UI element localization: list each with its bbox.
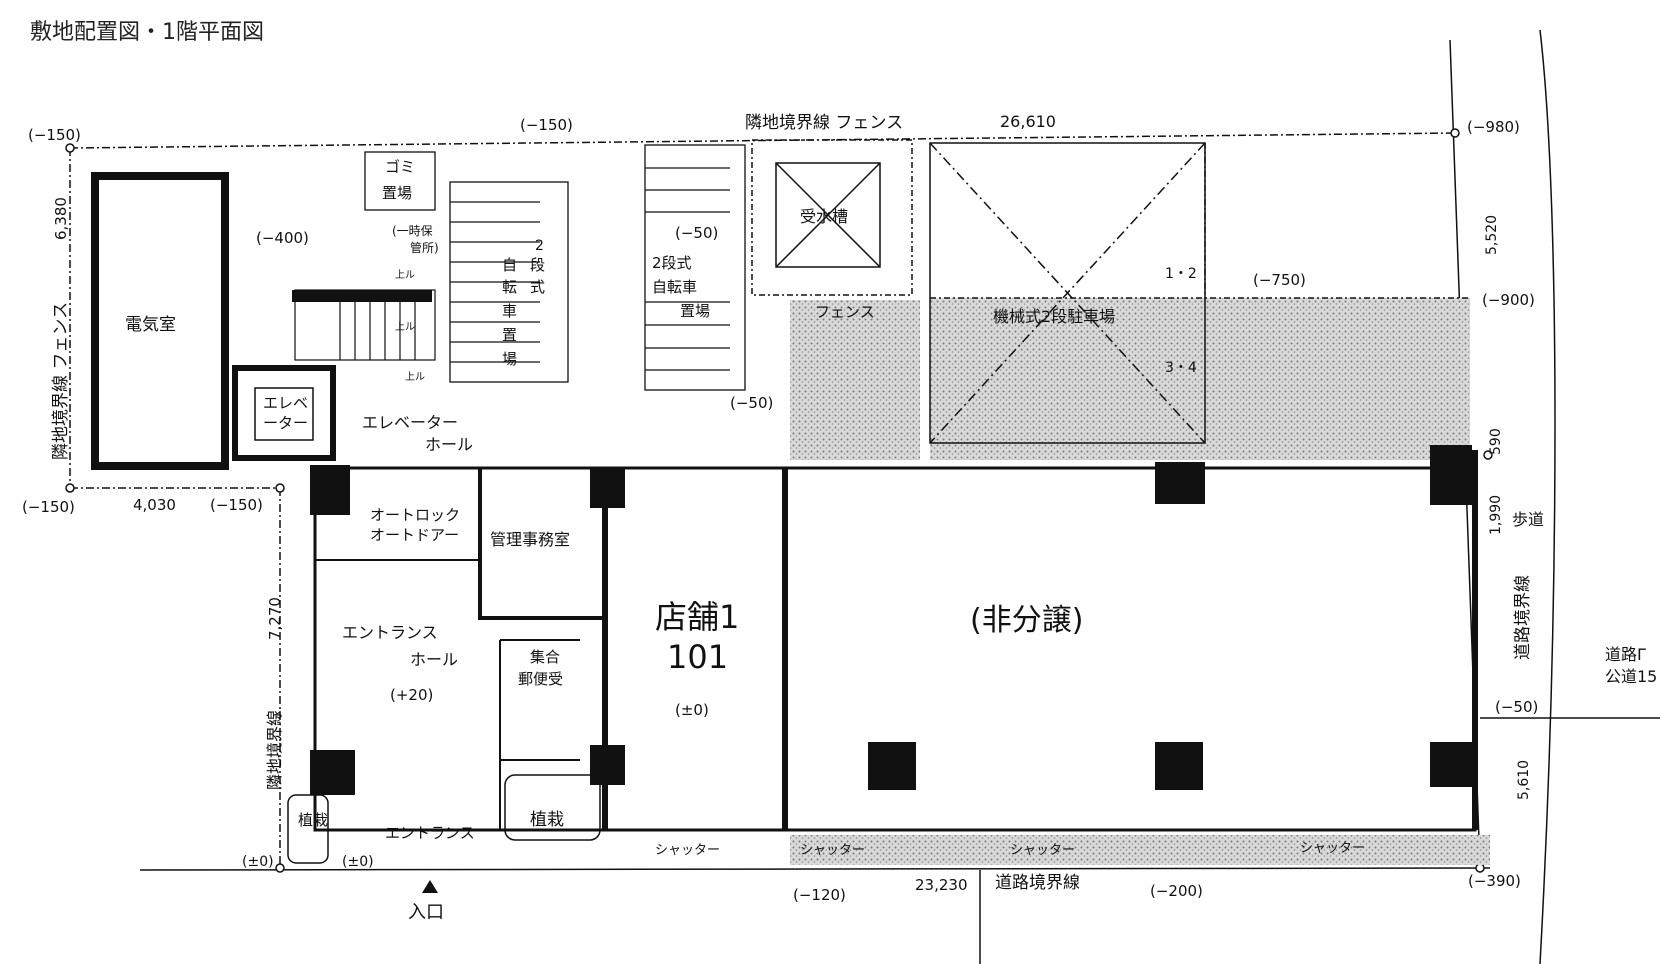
dim-bottom-length: 23,230: [915, 876, 968, 894]
label-planting: 植栽: [530, 810, 564, 830]
label-bike1-c: 式: [530, 278, 545, 296]
label-elevator-2: ーター: [263, 414, 308, 432]
label-bike1-col-1: 転: [502, 278, 517, 296]
dim-left-top: 6,380: [52, 197, 70, 240]
label-fence: フェンス: [815, 303, 875, 321]
label-shutter-4: シャッター: [1300, 841, 1365, 856]
level-bl1: (−150): [22, 498, 75, 516]
label-parking: 機械式2段駐車場: [993, 307, 1115, 326]
level-bottom-mid2: (−200): [1150, 882, 1203, 900]
label-parking-34: 3・4: [1165, 360, 1197, 376]
level-bl2: (−150): [210, 496, 263, 514]
label-bike2-1: 2段式: [652, 254, 692, 272]
level-right-upper: (−900): [1482, 291, 1535, 309]
dim-right-mid2: 1,990: [1488, 495, 1504, 535]
label-bike2-2: 自転車: [652, 278, 697, 296]
mechanical-parking: [929, 142, 1470, 444]
label-entry-mark: 入口: [408, 902, 444, 923]
bike-parking-1: [449, 181, 569, 383]
label-bike2-3: 置場: [680, 302, 710, 320]
gravel-area-parking: [930, 298, 1470, 460]
label-top-boundary: 隣地境界線 フェンス: [745, 113, 903, 133]
label-left-lower-boundary: 隣地境界線: [265, 710, 284, 790]
level-tl: (−150): [28, 126, 81, 144]
label-entrance-hall-1: エントランス: [342, 623, 438, 642]
entry-arrow-icon: [422, 880, 438, 893]
label-shop-number: 101: [667, 638, 728, 676]
label-bike1-col-2: 車: [502, 302, 517, 320]
dim-right-top: 5,520: [1484, 215, 1500, 255]
gravel-area-left: [790, 300, 920, 460]
building-walls: [313, 450, 1478, 832]
label-autolock-2: オートドアー: [370, 526, 459, 544]
label-elevator-hall-1: エレベーター: [362, 413, 458, 432]
level-top-mid: (−150): [520, 116, 573, 134]
label-road-2: 公道15: [1605, 667, 1657, 686]
dim-left-bottom: 4,030: [133, 496, 176, 514]
label-bike1-col-0: 自: [502, 256, 517, 274]
label-mailbox-2: 郵便受: [518, 670, 563, 688]
label-elevator-1: エレベ: [263, 394, 308, 412]
garbage-area: [364, 151, 436, 211]
level-shop: (±0): [675, 701, 709, 719]
label-bike1-a: 2: [535, 238, 544, 254]
water-tank: [751, 139, 913, 296]
label-unsold: (非分譲): [970, 603, 1083, 638]
label-planting-vertical-1: 植栽: [298, 811, 328, 829]
planting-box-2: [287, 794, 329, 864]
bike-parking-2: [644, 144, 746, 391]
label-garbage-1: ゴミ: [385, 158, 415, 176]
label-garbage-2: 置場: [382, 184, 412, 202]
label-left-boundary: 隣地境界線 フェンス: [51, 302, 71, 460]
level-bike2: (−50): [675, 224, 718, 242]
label-bike1-col-3: 置: [502, 326, 517, 344]
label-elevator-hall-2: ホール: [425, 435, 473, 454]
dim-right-bottom: 5,610: [1516, 760, 1532, 800]
label-shutter-2: シャッター: [800, 843, 865, 858]
label-right-boundary: 道路境界線: [1513, 575, 1533, 660]
label-water-tank: 受水槽: [800, 207, 848, 226]
electric-room: [91, 172, 229, 470]
road-strip: [790, 835, 1490, 865]
level-hall: (+20): [390, 686, 433, 704]
label-entrance: エントランス: [385, 824, 475, 842]
dim-right-mid1: 590: [1488, 428, 1504, 455]
corner-markers: [65, 128, 1493, 873]
level-parking: (−750): [1253, 271, 1306, 289]
label-up-2: 上ル: [395, 321, 415, 333]
level-tr: (−980): [1467, 118, 1520, 136]
level-right-mid: (−50): [1495, 698, 1538, 716]
level-br: (−390): [1468, 872, 1521, 890]
level-entrance-right: (±0): [342, 854, 374, 870]
dim-left-lower: 7,270: [266, 597, 284, 640]
label-shop-name: 店舗1: [655, 598, 739, 636]
label-entrance-hall-2: ホール: [410, 650, 458, 669]
label-mailbox-1: 集合: [530, 648, 560, 666]
elevator-shaft: [232, 365, 336, 461]
label-temporary-2: 管所): [410, 240, 439, 255]
label-shutter-1: シャッター: [655, 843, 720, 858]
level-lower: (−50): [730, 394, 773, 412]
planting-box-1: [504, 774, 601, 841]
level-entrance-left: (±0): [242, 854, 274, 870]
label-parking-12: 1・2: [1165, 266, 1197, 282]
label-sidewalk: 歩道: [1512, 510, 1544, 529]
plan-title: 敷地配置図・1階平面図: [30, 20, 264, 45]
label-bike1-col-4: 場: [502, 350, 517, 368]
label-temporary-1: (一時保: [392, 224, 433, 238]
label-autolock-1: オートロック: [370, 506, 460, 524]
label-road-1: 道路Γ: [1605, 645, 1646, 664]
label-shutter-3: シャッター: [1010, 843, 1075, 858]
columns: [310, 445, 1472, 795]
level-bottom-mid1: (−120): [793, 886, 846, 904]
level-elec-door: (−400): [256, 229, 309, 247]
label-bottom-boundary: 道路境界線: [995, 873, 1080, 893]
label-office: 管理事務室: [490, 530, 570, 549]
label-up-3: 上ル: [405, 371, 425, 383]
label-electric-room: 電気室: [125, 315, 176, 335]
dim-top-length: 26,610: [1000, 112, 1056, 131]
label-bike1-b: 段: [530, 256, 545, 274]
label-up-1: 上ル: [395, 269, 415, 281]
